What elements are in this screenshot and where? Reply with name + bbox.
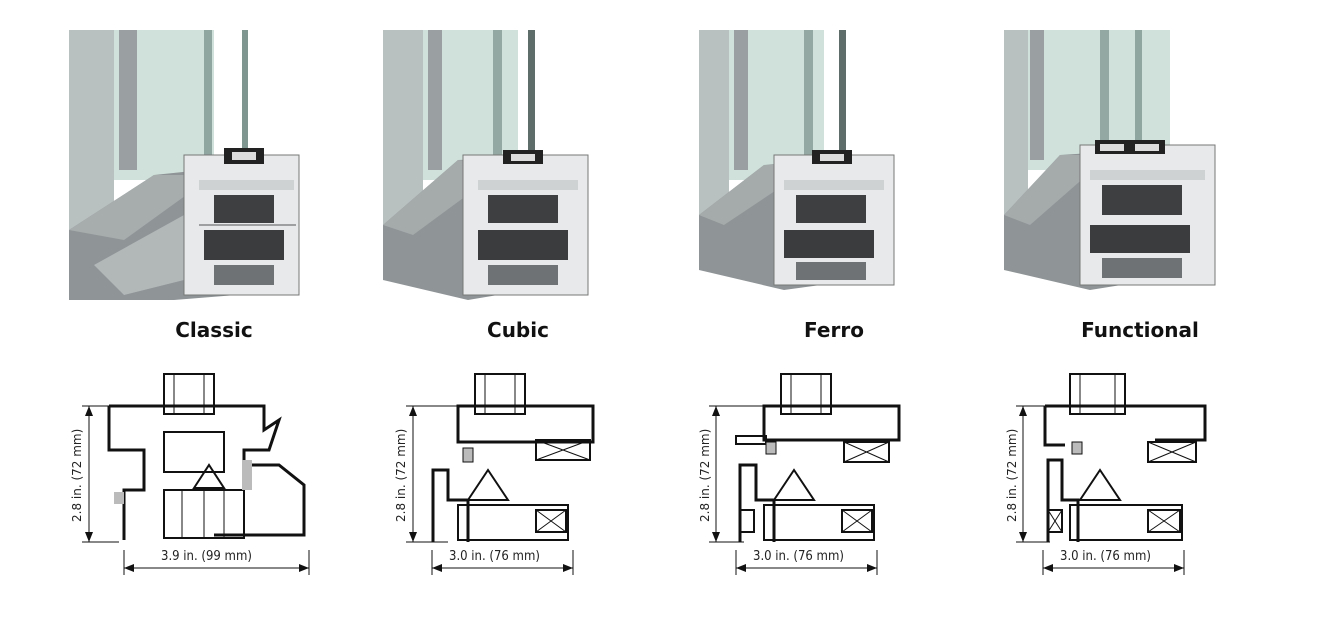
ferro-render-image: [699, 30, 895, 290]
product-ferro: Ferro 2.8 in. (72 mm) 3.0 in. (76 mm): [684, 0, 1004, 623]
product-name: Functional: [1081, 318, 1199, 342]
product-functional: Functional 2.8 in. (72 mm) 3.0 in. (76 m…: [990, 0, 1310, 623]
height-dimension-label: 2.8 in. (72 mm): [698, 428, 712, 522]
product-name: Classic: [175, 318, 253, 342]
cubic-cross-section-diagram: [406, 373, 595, 575]
width-dimension-label: 3.0 in. (76 mm): [750, 549, 847, 564]
product-cubic: Cubic 2.8 in. (72 mm) 3.0 in. (76 mm): [368, 0, 688, 623]
functional-render-image: [1004, 30, 1216, 290]
product-classic: Classic 2.8 in. (72 mm) 3.9 in. (99 mm): [64, 0, 384, 623]
classic-render-image: [69, 30, 300, 300]
height-dimension-label: 2.8 in. (72 mm): [70, 428, 84, 522]
height-dimension-label: 2.8 in. (72 mm): [394, 428, 408, 522]
ferro-cross-section-diagram: [709, 373, 901, 575]
functional-cross-section-diagram: [1016, 373, 1207, 575]
classic-cross-section-diagram: [82, 373, 310, 575]
width-dimension-label: 3.9 in. (99 mm): [158, 549, 255, 564]
height-dimension-label: 2.8 in. (72 mm): [1005, 428, 1019, 522]
cubic-render-image: [383, 30, 589, 300]
width-dimension-label: 3.0 in. (76 mm): [1057, 549, 1154, 564]
width-dimension-label: 3.0 in. (76 mm): [446, 549, 543, 564]
product-name: Cubic: [487, 318, 549, 342]
product-name: Ferro: [804, 318, 864, 342]
